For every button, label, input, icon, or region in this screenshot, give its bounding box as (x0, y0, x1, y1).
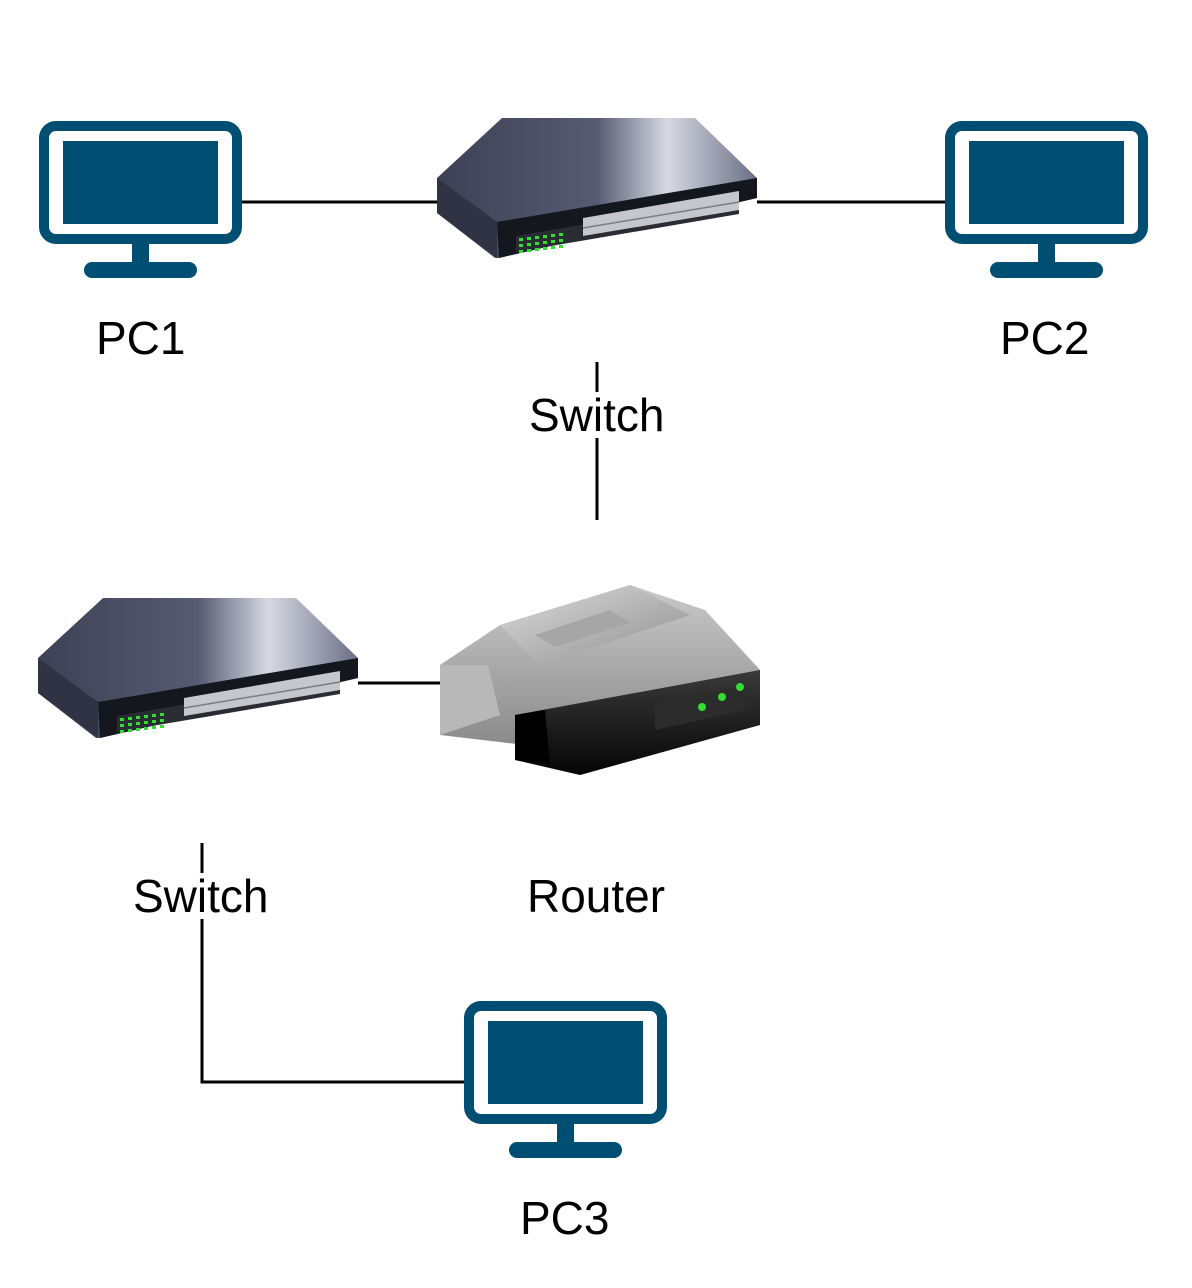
link-switch2-pc3 (200, 843, 470, 1084)
pc3-label: PC3 (520, 1192, 610, 1244)
pc2-label: PC2 (1000, 312, 1090, 364)
connection-lines (200, 200, 948, 1084)
switch1-label: Switch (527, 389, 667, 441)
switch2-label: Switch (131, 870, 271, 922)
switch1-network-switch-icon (436, 117, 758, 259)
pc2-monitor-icon (950, 126, 1143, 278)
pc1-monitor-icon (44, 126, 237, 278)
switch2-network-switch-icon (37, 597, 359, 739)
pc1-label: PC1 (96, 312, 186, 364)
pc3-monitor-icon (469, 1006, 662, 1158)
router-icon (440, 585, 760, 775)
router-label: Router (527, 870, 666, 922)
